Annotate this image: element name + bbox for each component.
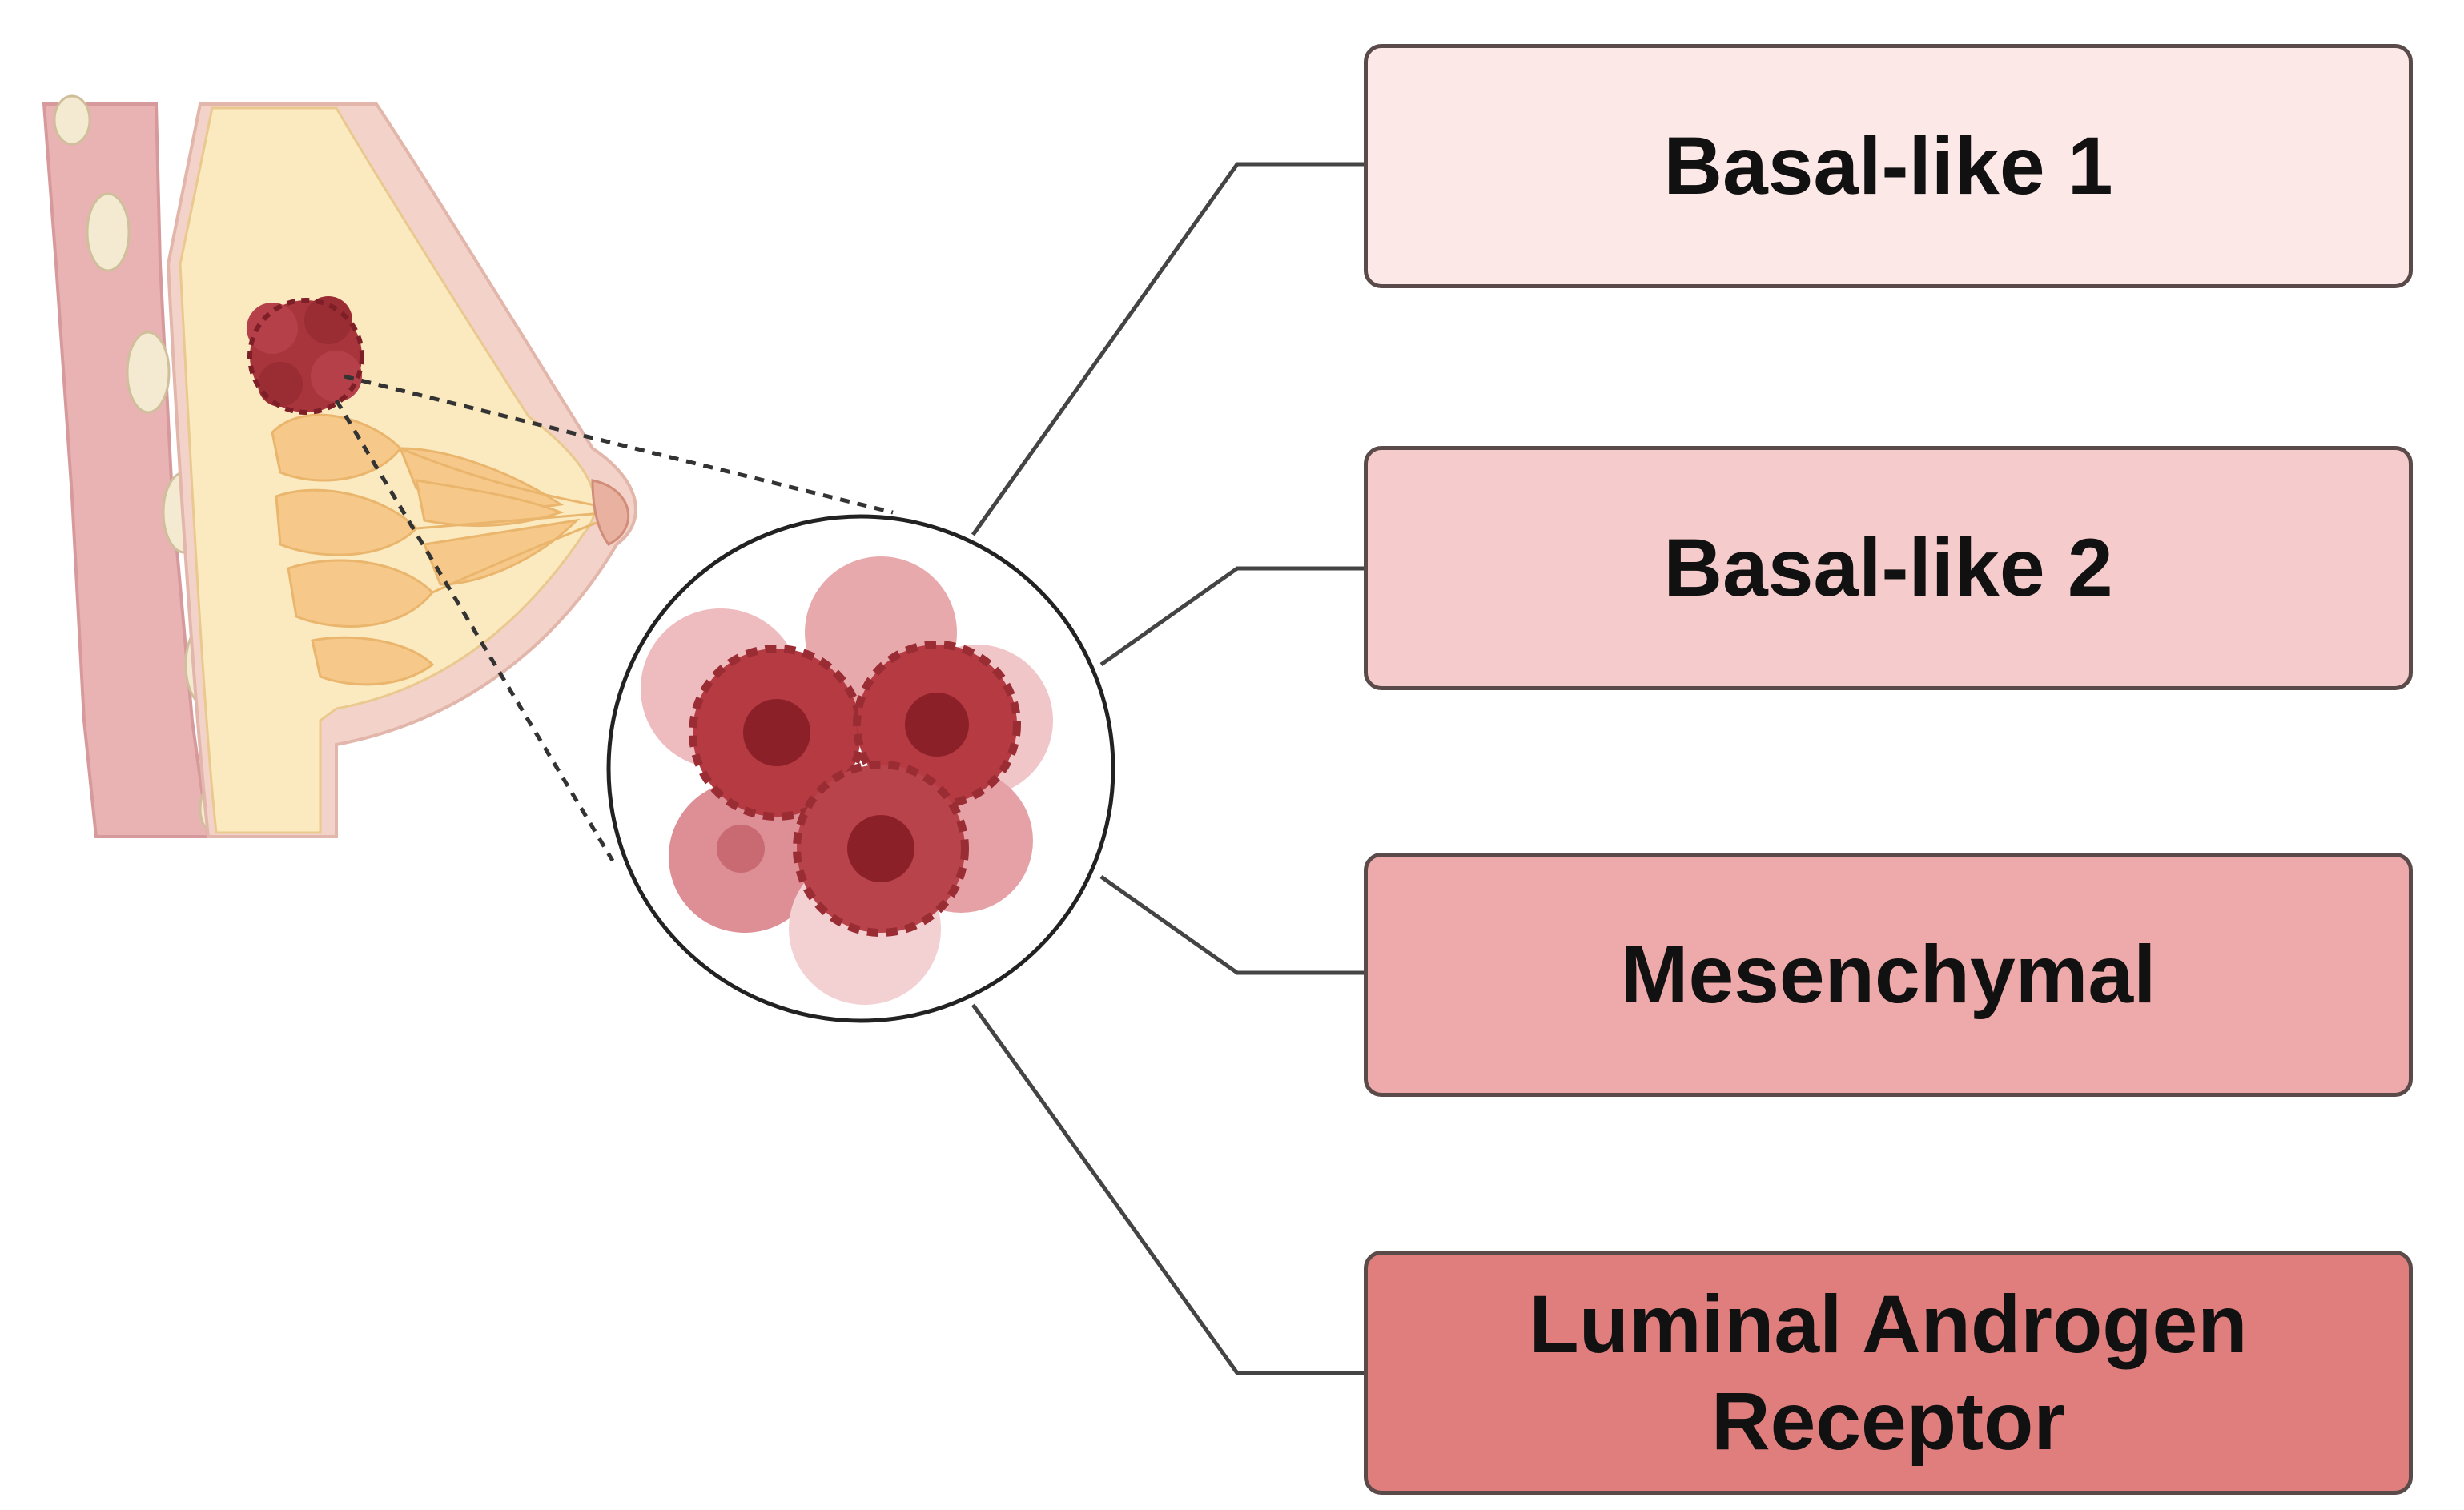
tumor-icon <box>247 296 364 415</box>
subtype-box-mesenchymal: Mesenchymal <box>1364 853 2413 1097</box>
zoom-lines <box>334 374 894 862</box>
subtype-label: Mesenchymal <box>1620 929 2157 1021</box>
subtype-box-basal-like-1: Basal-like 1 <box>1364 44 2413 288</box>
subtype-label: Basal-like 1 <box>1663 120 2113 212</box>
subtype-label: Luminal Androgen Receptor <box>1529 1279 2248 1467</box>
subtype-box-luminal-androgen-receptor: Luminal Androgen Receptor <box>1364 1251 2413 1495</box>
subtype-box-basal-like-2: Basal-like 2 <box>1364 446 2413 690</box>
lobule-icon <box>271 413 581 686</box>
connector-lines <box>971 162 1364 1375</box>
magnified-lens <box>606 514 1115 1023</box>
cell-cluster-icon <box>641 556 1053 1005</box>
breast-anatomy-icon <box>42 94 637 838</box>
subtype-label: Basal-like 2 <box>1663 522 2113 614</box>
